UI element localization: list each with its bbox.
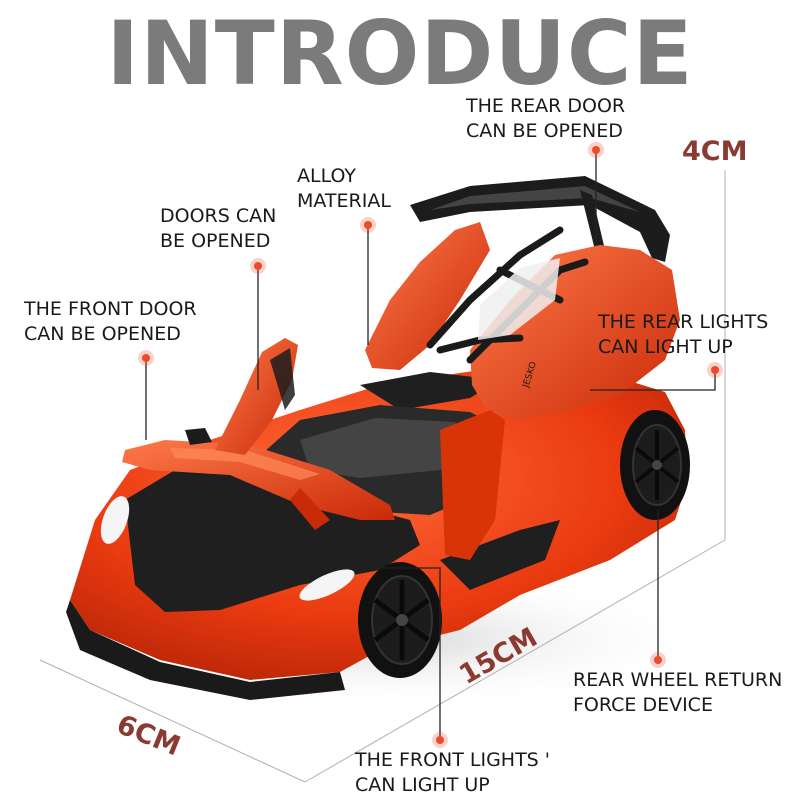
callout-line: CAN BE OPENED — [466, 120, 623, 142]
door-lower-right — [440, 410, 505, 560]
callout-markers — [138, 142, 723, 748]
marker-doors — [250, 258, 266, 274]
marker-rear-wheel — [650, 652, 666, 668]
callout-rear-door: THE REAR DOOR CAN BE OPENED — [466, 94, 625, 144]
marker-rear-door — [588, 142, 604, 158]
headline-title: INTRODUCE — [106, 2, 694, 105]
rear-door-raised — [365, 222, 490, 370]
callout-line: THE REAR DOOR — [466, 95, 626, 117]
callout-rear-wheel: REAR WHEEL RETURN FORCE DEVICE — [573, 668, 782, 718]
callout-front-lights: THE FRONT LIGHTS ' CAN LIGHT UP — [355, 748, 550, 798]
callout-line: CAN LIGHT UP — [598, 336, 733, 358]
callout-line: THE REAR LIGHTS — [598, 311, 769, 333]
marker-alloy — [360, 217, 376, 233]
callout-line: THE FRONT DOOR — [24, 298, 197, 320]
rear-wing — [410, 176, 670, 262]
callout-doors: DOORS CAN BE OPENED — [160, 204, 276, 254]
callout-line: CAN LIGHT UP — [355, 774, 490, 796]
callout-line: ALLOY — [297, 165, 357, 187]
marker-front-lights — [432, 732, 448, 748]
callout-alloy: ALLOY MATERIAL — [297, 164, 391, 214]
dimension-height: 4CM — [682, 136, 748, 167]
headlight-right — [299, 569, 355, 601]
callout-line: REAR WHEEL RETURN — [573, 669, 783, 691]
rear-wheel — [620, 410, 690, 520]
marker-front-door — [138, 350, 154, 366]
callout-leaders — [145, 150, 716, 740]
callout-line: BE OPENED — [160, 230, 271, 252]
marker-rear-lights — [707, 362, 723, 378]
dimension-lines — [39, 170, 726, 783]
callout-front-door: THE FRONT DOOR CAN BE OPENED — [24, 297, 197, 347]
callout-line: CAN BE OPENED — [24, 323, 181, 345]
front-splitter — [66, 600, 345, 700]
front-left-door — [122, 440, 395, 520]
front-wheel — [358, 562, 442, 678]
callout-line: FORCE DEVICE — [573, 694, 713, 716]
callout-line: THE FRONT LIGHTS ' — [355, 749, 551, 771]
callout-line: DOORS CAN — [160, 205, 277, 227]
callout-line: MATERIAL — [297, 190, 391, 212]
headlight-left — [100, 496, 130, 544]
callout-rear-lights: THE REAR LIGHTS CAN LIGHT UP — [598, 310, 768, 360]
